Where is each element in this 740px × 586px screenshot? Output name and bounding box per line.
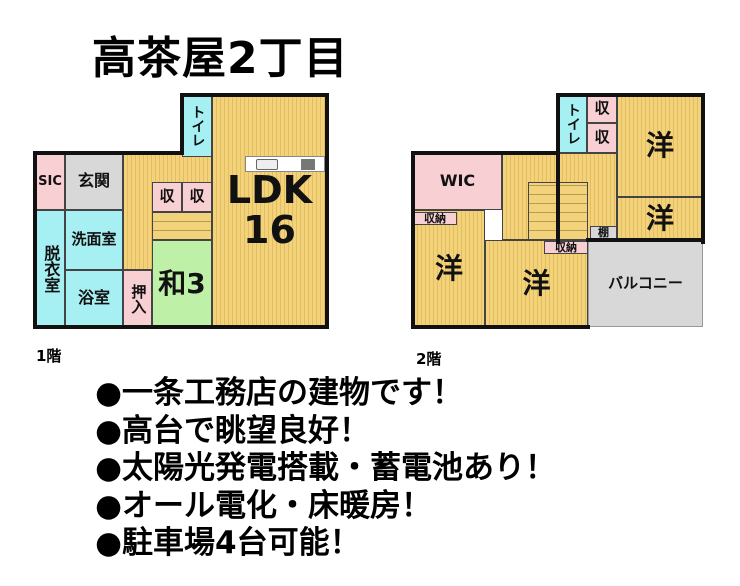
storage-2: 収 (182, 182, 212, 212)
sink-icon (256, 159, 278, 170)
room-sic: SIC (35, 153, 65, 210)
stove-icon (301, 159, 315, 170)
balcony: バルコニー (588, 240, 703, 327)
page-title: 高茶屋2丁目 (92, 33, 349, 84)
closet-2: 収納 (544, 241, 588, 254)
stairs-1f (152, 212, 212, 240)
feature-list: ●一条工務店の建物です！ ●高台で眺望良好！ ●太陽光発電搭載・蓄電池あり！ ●… (95, 375, 556, 563)
floor-label-2f: 2階 (416, 350, 442, 368)
room-oshiire: 押入 (123, 270, 152, 327)
room-bathroom: 浴室 (65, 270, 123, 327)
room-datsuijo: 脱衣室 (35, 210, 65, 327)
feature-item: ●一条工務店の建物です！ (95, 375, 464, 411)
storage-1: 収 (152, 182, 182, 212)
closet-1: 収納 (413, 212, 457, 225)
room-toilet-1f: トイレ (182, 95, 212, 157)
ldk-label: LDK (226, 168, 313, 213)
room-western-middle: 洋 (485, 240, 588, 327)
storage-4: 収 (587, 123, 617, 153)
room-senmenjo: 洗面室 (65, 210, 123, 270)
ldk-size: 16 (243, 208, 296, 252)
feature-item: ●オール電化・床暖房！ (95, 487, 433, 524)
storage-3: 収 (587, 95, 617, 123)
wall-2f-top (411, 151, 560, 155)
room-genkan: 玄関 (65, 153, 123, 210)
wall-2f-balcony (586, 238, 705, 242)
room-western-right: 洋 (617, 197, 703, 240)
stairs-2f (528, 182, 588, 240)
room-western-top: 洋 (617, 95, 703, 197)
feature-item: ●駐車場4台可能！ (95, 525, 361, 561)
room-western-left: 洋 (413, 210, 485, 327)
wall-1f-top (33, 151, 184, 155)
room-toilet-2f: トイレ (558, 95, 587, 153)
room-ldk: LDK 16 (212, 95, 327, 327)
room-wic: WIC (413, 153, 502, 210)
kitchen-counter (245, 156, 325, 172)
feature-item: ●高台で眺望良好！ (95, 412, 371, 449)
room-washitsu: 和3 (152, 240, 212, 327)
floor-label-1f: 1階 (36, 347, 62, 365)
feature-item: ●太陽光発電搭載・蓄電池あり！ (95, 450, 557, 486)
